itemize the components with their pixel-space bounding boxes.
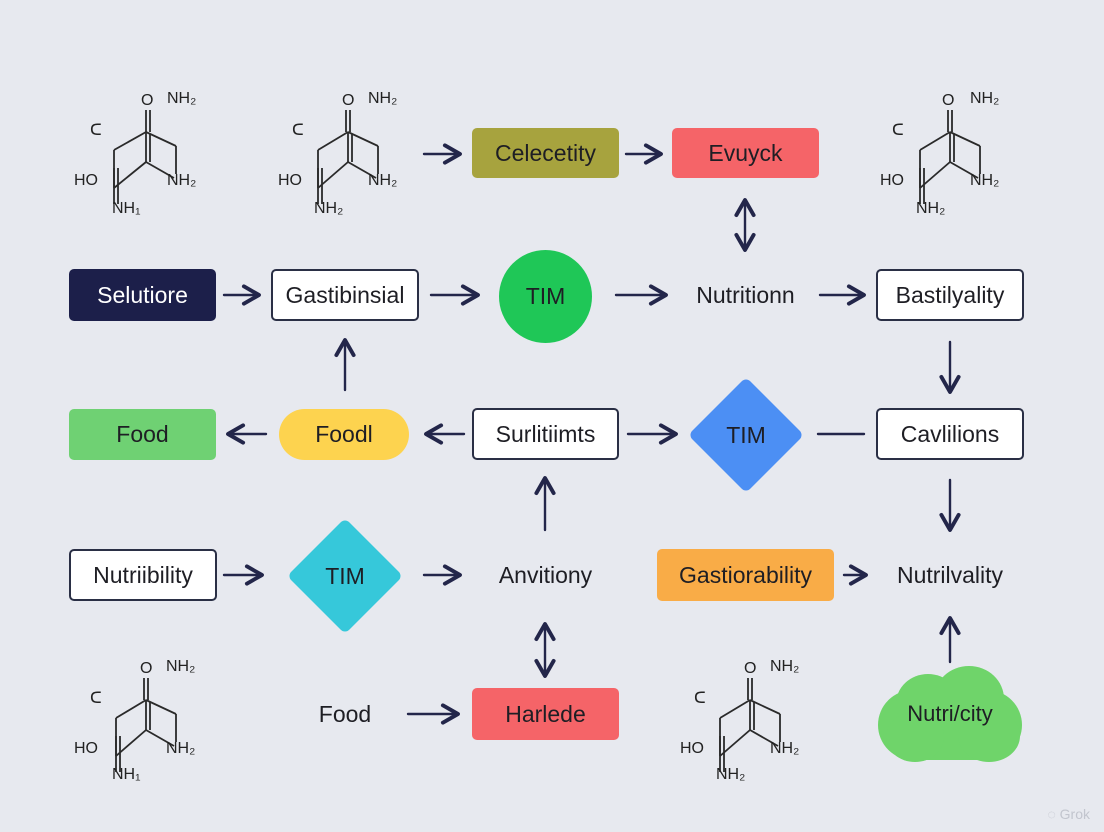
molecule-structure — [115, 678, 177, 772]
watermark-text: Grok — [1059, 806, 1090, 822]
molecule-bottom-mid: ᑕ O NH₂ HO NH₂ NH₂ — [678, 654, 818, 784]
atom-c: ᑕ — [694, 690, 706, 707]
atom-nh2-top: NH₂ — [166, 658, 196, 675]
node-cavlilions[interactable]: Cavlilions — [876, 408, 1024, 460]
node-tim-circle[interactable]: TIM — [499, 250, 592, 343]
atom-o: O — [140, 660, 153, 677]
node-bastilyality[interactable]: Bastilyality — [876, 269, 1024, 321]
node-nutritionn[interactable]: Nutritionn — [696, 281, 795, 308]
node-gastibinsial[interactable]: Gastibinsial — [271, 269, 419, 321]
atom-c: ᑕ — [90, 122, 102, 139]
node-surlitiimts[interactable]: Surlitiimts — [472, 408, 619, 460]
molecule-top-left: ᑕ O NH₂ HO NH₂ NH₁ — [74, 86, 214, 217]
node-food-green[interactable]: Food — [69, 409, 216, 460]
atom-o: O — [141, 92, 154, 109]
atom-nh-bottom: NH₂ — [916, 200, 946, 217]
atom-nh2-right: NH₂ — [970, 172, 1000, 189]
molecule-bottom-left: ᑕ O NH₂ HO NH₂ NH₁ — [74, 654, 214, 784]
molecule-structure — [919, 110, 981, 204]
atom-ho: HO — [278, 172, 302, 189]
node-selutiore[interactable]: Selutiore — [69, 269, 216, 321]
watermark-icon: ◌ — [1047, 806, 1056, 822]
atom-c: ᑕ — [892, 122, 904, 139]
node-anvitiony[interactable]: Anvitiony — [498, 561, 593, 588]
atom-nh-bottom: NH₁ — [112, 766, 141, 783]
node-tim-blue[interactable]: TIM — [686, 376, 806, 494]
atom-ho: HO — [680, 740, 704, 757]
node-nutriibility[interactable]: Nutriibility — [69, 549, 217, 601]
atom-ho: HO — [880, 172, 904, 189]
atom-nh-bottom: NH₁ — [112, 200, 141, 217]
cloud-blob — [958, 710, 1020, 762]
atom-nh2-top: NH₂ — [770, 658, 800, 675]
cloud-blob — [886, 712, 944, 762]
node-food-plain[interactable]: Food — [318, 700, 372, 727]
node-celecetity[interactable]: Celecetity — [472, 128, 619, 178]
node-tim-blue-label: TIM — [726, 421, 766, 448]
molecule-structure — [113, 110, 177, 204]
atom-nh2-top: NH₂ — [167, 90, 197, 107]
node-tim-cyan[interactable]: TIM — [283, 518, 407, 634]
node-nutrilvality[interactable]: Nutrilvality — [896, 561, 1004, 588]
atom-c: ᑕ — [90, 690, 102, 707]
node-gastioability[interactable]: Gastiorability — [657, 549, 834, 601]
atom-nh2-right: NH₂ — [166, 740, 196, 757]
atom-nh2-right: NH₂ — [770, 740, 800, 757]
node-evuyck[interactable]: Evuyck — [672, 128, 819, 178]
atom-c: ᑕ — [292, 122, 304, 139]
atom-ho: HO — [74, 172, 98, 189]
molecule-top-mid: ᑕ O NH₂ HO NH₂ NH₂ — [276, 86, 416, 217]
molecule-structure — [317, 110, 379, 204]
node-foodl[interactable]: Foodl — [279, 409, 409, 460]
atom-o: O — [942, 92, 955, 109]
molecule-structure — [719, 678, 781, 772]
node-nutrilcity-cloud[interactable]: Nutri/city — [872, 664, 1028, 764]
atom-nh-bottom: NH₂ — [314, 200, 344, 217]
molecule-top-right: ᑕ O NH₂ HO NH₂ NH₂ — [880, 86, 1020, 217]
watermark: ◌ Grok — [1047, 806, 1090, 822]
atom-nh2-top: NH₂ — [368, 90, 398, 107]
node-tim-cyan-label: TIM — [325, 562, 365, 589]
atom-o: O — [342, 92, 355, 109]
atom-nh2-right: NH₂ — [167, 172, 197, 189]
node-harlede[interactable]: Harlede — [472, 688, 619, 740]
atom-ho: HO — [74, 740, 98, 757]
atom-nh2-right: NH₂ — [368, 172, 398, 189]
atom-nh-bottom: NH₂ — [716, 766, 746, 783]
node-nutrilcity-label: Nutri/city — [907, 701, 993, 726]
atom-nh2-top: NH₂ — [970, 90, 1000, 107]
atom-o: O — [744, 660, 757, 677]
